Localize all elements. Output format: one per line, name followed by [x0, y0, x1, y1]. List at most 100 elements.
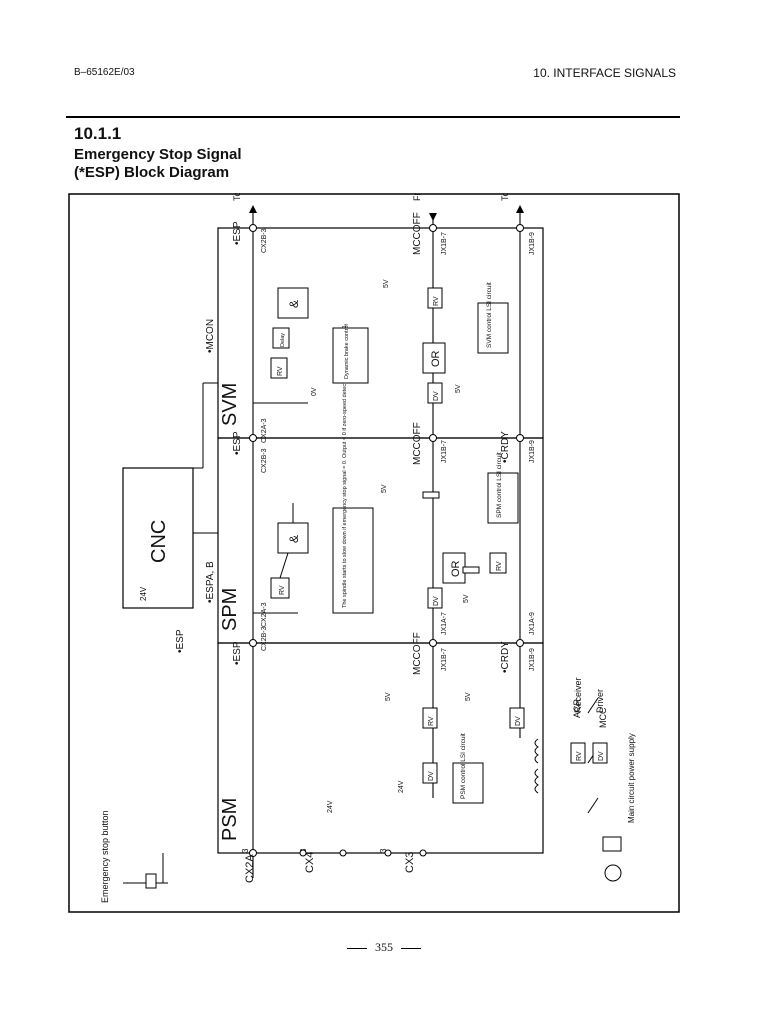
cnc-box	[122, 467, 194, 609]
spm-dv: DV	[433, 596, 440, 606]
spm-note: The spindle starts to slow down if emerg…	[342, 323, 348, 608]
svm-dyn-brake: Dynamic brake control	[344, 324, 350, 379]
document-id: B–65162E/03	[74, 67, 135, 78]
emergency-button-icon	[145, 873, 157, 889]
jx1a7-a: JX1A-7	[441, 612, 448, 635]
psm-lsi: PSM control LSI circuit	[460, 733, 467, 799]
esp-terminal-svm	[249, 224, 257, 232]
psm-5v-a: 5V	[385, 692, 392, 701]
crdy-label-psm: •CRDY	[500, 641, 511, 673]
page-number: 355	[0, 940, 768, 955]
svm-rv: RV	[277, 366, 284, 376]
spm-and: &	[287, 535, 301, 543]
jx1b7-a: JX1B-7	[441, 648, 448, 671]
svm-or: OR	[430, 350, 442, 367]
spm-rv2-rect	[489, 552, 507, 574]
section-title-line1: Emergency Stop Signal	[74, 146, 242, 163]
header-rule	[66, 116, 680, 118]
psm-24v-a: 24V	[327, 800, 334, 813]
esp-label-spm: •ESP	[232, 431, 243, 455]
jx1b9-c: JX1B-9	[529, 232, 536, 255]
from-spm-svm: From SPM or SVM	[412, 193, 422, 201]
spm-dv-rect	[427, 587, 443, 609]
cx2b3-c: CX2B-3	[261, 228, 268, 253]
cnc-24v-label: 24V	[139, 586, 148, 601]
esp-label-svm: •ESP	[232, 221, 243, 245]
svm-0v: 0V	[311, 387, 318, 396]
svm-or-gate	[422, 342, 446, 374]
legend-dv: DV	[598, 751, 605, 761]
psm-5v-b: 5V	[465, 692, 472, 701]
spm-lsi: SPM control LSI circuit	[496, 452, 503, 518]
cx3-label: CX3	[404, 852, 416, 873]
to-spm-svm-2: To SPM or SVM	[500, 193, 510, 201]
esp-terminal-psm	[249, 849, 257, 857]
figure-border	[68, 193, 680, 913]
legend-receiver: Receiver	[573, 677, 583, 713]
esp-label-psm: •ESP	[232, 641, 243, 665]
esp-arrow	[249, 205, 257, 213]
svm-5v-a: 5V	[455, 384, 462, 393]
to-spm-svm-1: To SPM or SVM	[232, 193, 242, 201]
psm-lsi-box	[452, 762, 484, 804]
cx2a3-b: CX2A-3	[261, 418, 268, 443]
svm-rv2: RV	[433, 296, 440, 306]
cx3-pin: 3	[379, 848, 388, 853]
legend-rv: RV	[576, 751, 583, 761]
svm-dv: DV	[433, 391, 440, 401]
rotated-diagram: PSM SPM SVM CNC 24V •ESP •ESP •ESP CX2B-…	[100, 125, 636, 903]
jx1b7-b: JX1B-7	[441, 440, 448, 463]
spm-label: SPM	[219, 588, 241, 631]
legend-driver: Driver	[595, 689, 605, 713]
psm-dv2: DV	[428, 771, 435, 781]
psm-rv: RV	[428, 716, 435, 726]
svm-delay: Delay	[280, 333, 286, 347]
main-supply-label: Main circuit power supply	[627, 733, 636, 823]
mccoff-label-svm: MCCOFF	[412, 212, 423, 255]
svm-and-gate	[277, 287, 309, 319]
emergency-button-label: Emergency stop button	[100, 810, 110, 903]
spm-or: OR	[450, 560, 462, 577]
crdy-label-spm: •CRDY	[500, 431, 511, 463]
spm-lsi-box	[487, 472, 519, 524]
svm-label: SVM	[219, 383, 241, 426]
section-number: 10.1.1	[74, 124, 122, 143]
mcc-label: MCC	[598, 707, 608, 728]
esp-label-cnc: •ESP	[175, 629, 186, 653]
mccoff-label-spm: MCCOFF	[412, 422, 423, 465]
cx2b3-b: CX2B-3	[261, 448, 268, 473]
block-diagram-figure: PSM SPM SVM CNC 24V •ESP •ESP •ESP CX2B-…	[68, 125, 680, 913]
jx1b9-b: JX1B-9	[529, 440, 536, 463]
section-title: Emergency Stop Signal (*ESP) Block Diagr…	[74, 146, 374, 182]
jx1a9-a: JX1A-9	[529, 612, 536, 635]
cx4-label: CX4	[304, 852, 316, 873]
spm-5v-a: 5V	[381, 484, 388, 493]
jx1b9-a: JX1B-9	[529, 648, 536, 671]
spm-rv: RV	[279, 585, 286, 595]
cx2a-label: CX2A	[244, 854, 256, 883]
spm-note-box	[332, 507, 374, 614]
cx2b3-a: CX2B-3	[261, 626, 268, 651]
svm-5v-b: 5V	[383, 279, 390, 288]
esp-terminal-spm-out	[249, 434, 257, 442]
psm-24v-b: 24V	[398, 780, 405, 793]
espab-label: •ESPA, B	[205, 561, 216, 603]
mccoff-label-psm: MCCOFF	[412, 632, 423, 675]
spm-rv2: RV	[496, 561, 503, 571]
section-title-line2: (*ESP) Block Diagram	[74, 164, 230, 181]
cnc-label: CNC	[148, 520, 170, 563]
acr-label: ACR	[572, 698, 582, 718]
chapter-title: 10. INTERFACE SIGNALS	[533, 66, 676, 80]
cx2a-pin: 3	[241, 848, 250, 853]
block-diagram: PSM SPM SVM CNC 24V •ESP •ESP •ESP CX2B-…	[68, 125, 680, 913]
mcon-label: •MCON	[205, 319, 216, 353]
cx2a3-a: CX2A-3	[261, 602, 268, 627]
svm-lsi-box	[477, 302, 509, 354]
psm-dv: DV	[515, 716, 522, 726]
svm-dyn-brake-box	[332, 327, 369, 384]
svm-and: &	[287, 300, 301, 308]
svm-lsi: SVM control LSI circuit	[486, 282, 493, 348]
psm-label: PSM	[219, 798, 241, 841]
esp-terminal-spm-in	[249, 639, 257, 647]
svm-box	[217, 227, 544, 439]
